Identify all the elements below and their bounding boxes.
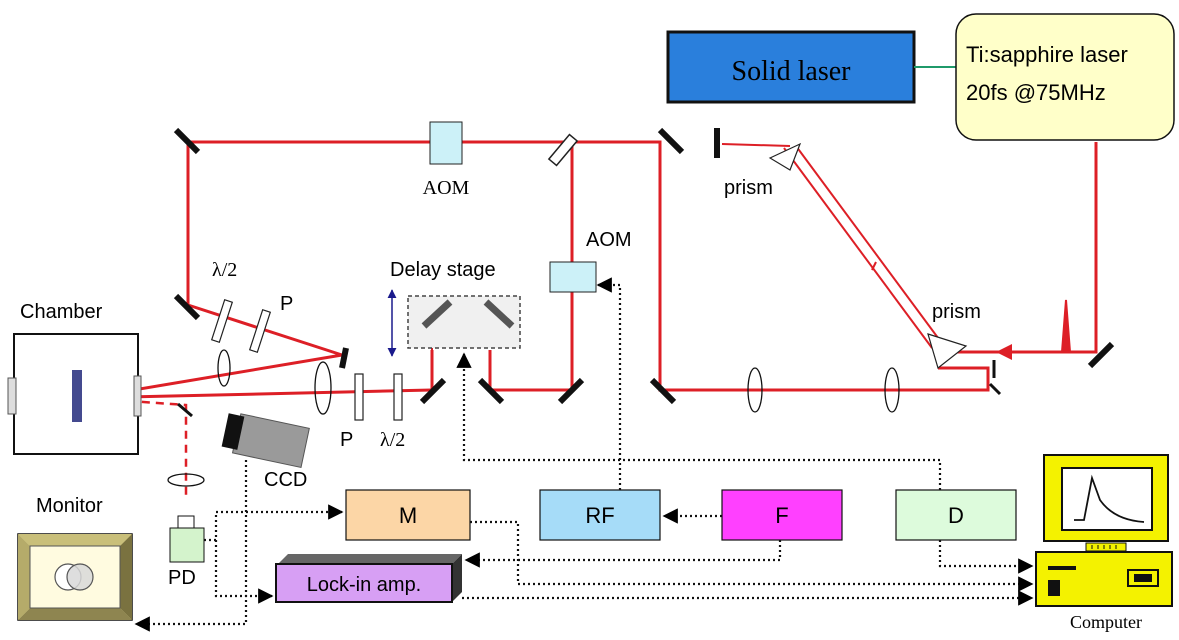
mirror [419,377,447,405]
lockin-side-shade [452,554,462,602]
lockin-box [275,563,453,603]
aom-right-label: AOM [586,229,632,251]
rf-label: RF [585,503,614,528]
mirror [177,402,193,418]
polarizer-bottom-label: P [340,429,353,451]
pd-label: PD [168,567,196,589]
cable-pd-to-lockin [214,540,274,604]
ti-sapphire-box [955,13,1175,141]
beam-direction-mark [871,261,877,271]
beam-splitter [547,133,579,167]
computer-label: Computer [1070,612,1142,632]
d-box [895,489,1017,541]
mirror [657,127,685,155]
rf-box [539,489,661,541]
monitor-label: Monitor [36,495,103,517]
lens [217,349,231,387]
cable-rf-to-aom [596,277,622,490]
aom-right [549,261,597,293]
delay-stage-mirror [483,299,515,329]
polarizer [354,373,364,421]
beam-probe-to-sample [85,388,433,400]
chamber-window-right [133,375,142,417]
aom-top-label: AOM [423,177,470,199]
ti-label-line1: Ti:sapphire laser [966,42,1128,67]
chamber-window-left [7,377,17,415]
mirror [173,127,201,155]
lambda-half-top-label: λ/2 [212,259,237,281]
beam-prism-top [721,143,791,147]
ccd-label: CCD [264,469,307,491]
d-label: D [948,503,964,528]
lens [884,367,900,413]
beam-arrowhead [996,344,1012,360]
half-wave-plate [393,373,403,421]
prism-top-label: prism [724,177,773,199]
signal-cables [134,277,1034,632]
sample [72,370,82,422]
prism-bottom [927,333,968,370]
cable-d-to-computer [938,540,1034,574]
chamber-label: Chamber [20,301,103,323]
beam-prism-diag-b [795,145,945,347]
photodiode-icon [169,527,205,563]
polarizer [248,309,272,353]
f-label: F [775,503,788,528]
lenses [167,349,900,487]
mirror [557,377,585,405]
mirror [339,347,349,369]
m-box [345,489,471,541]
prism-top [768,142,802,171]
delay-stage-mirror [421,299,453,329]
mirrors [173,127,1115,418]
beam-prism-diag-a [783,147,933,349]
mirror [1087,341,1115,369]
mirror [477,377,505,405]
cable-m-to-computer [470,520,1034,592]
mirror [649,377,677,405]
cable-f-to-lockin [464,540,782,568]
cable-d-to-stage [456,352,942,490]
m-label: M [399,503,417,528]
lambda-half-bottom-label: λ/2 [380,429,405,451]
computer-icon [1035,454,1173,607]
delay-stage-label: Delay stage [390,259,496,281]
aom-top [429,121,463,165]
ti-label-line2: 20fs @75MHz [966,80,1106,105]
lens [167,473,205,487]
cable-pd-to-m [204,504,344,542]
prism-bottom-label: prism [932,301,981,323]
lockin-label: Lock-in amp. [307,574,422,596]
lockin-top-shade [278,554,462,564]
pulse-icon [1050,299,1082,353]
polarizer-top-label: P [280,293,293,315]
polarization-optics [210,299,403,421]
solid-laser-label: Solid laser [732,56,852,87]
half-wave-plate [210,299,234,343]
beam-top-line [186,140,572,305]
beam-main-return [572,140,990,392]
mirror [988,382,1002,396]
monitor-icon [17,533,133,621]
f-box [721,489,843,541]
ccd-camera-icon [221,413,310,469]
pd-head [177,515,195,529]
lens [747,367,763,413]
mirror [173,293,201,321]
lens [314,361,332,415]
